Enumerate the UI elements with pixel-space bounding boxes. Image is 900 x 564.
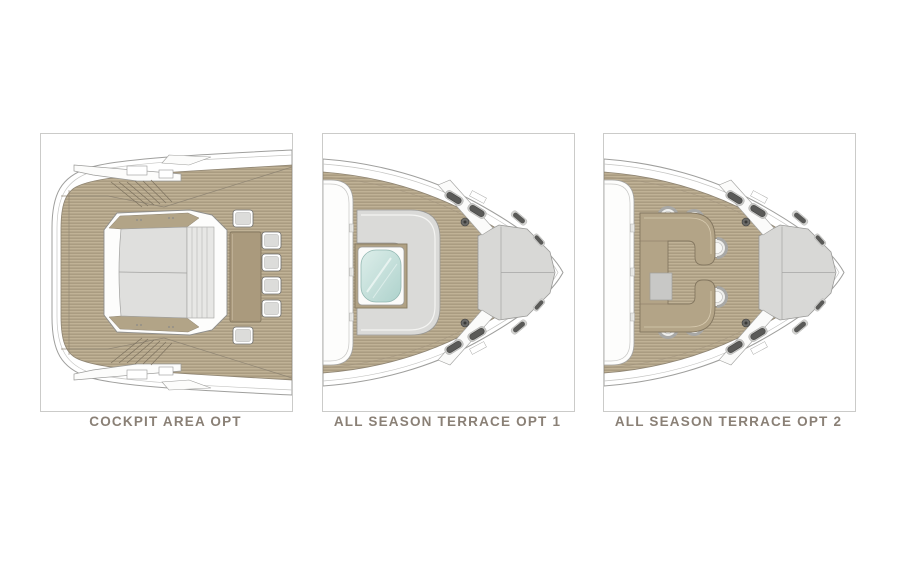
terrace1-plan-drawing bbox=[323, 158, 564, 387]
side-walkway-top bbox=[73, 154, 212, 182]
hatch-hinges bbox=[630, 223, 635, 322]
dining-chairs bbox=[232, 209, 282, 345]
chair bbox=[261, 276, 282, 295]
skylight-glass bbox=[360, 249, 402, 303]
cockpit-area-label: COCKPIT AREA OPT bbox=[89, 414, 242, 429]
steps-bottom bbox=[110, 337, 173, 366]
lounge-pleats bbox=[186, 226, 215, 319]
chair bbox=[261, 299, 282, 318]
cockpit-plan-drawing bbox=[51, 149, 292, 396]
terrace-opt1-label: ALL SEASON TERRACE OPT 1 bbox=[333, 414, 562, 429]
terrace-sofa bbox=[639, 212, 716, 333]
terrace-opt2-label: ALL SEASON TERRACE OPT 2 bbox=[614, 414, 843, 429]
skylight bbox=[354, 243, 408, 309]
cockpit-lounge bbox=[103, 209, 228, 336]
gunwale-cleat-icon bbox=[750, 190, 827, 355]
gunwale-cleat-icon bbox=[469, 190, 546, 355]
sofa-table bbox=[649, 272, 673, 301]
chair bbox=[261, 253, 282, 272]
panel-all-season-terrace-1 bbox=[322, 133, 575, 412]
cabin-hatch bbox=[604, 179, 635, 366]
chair bbox=[232, 326, 254, 345]
chair bbox=[261, 231, 282, 250]
cabin-hatch bbox=[323, 179, 354, 366]
hatch-hinges bbox=[349, 223, 354, 322]
cleat-icon bbox=[444, 190, 487, 355]
terrace2-plan-drawing bbox=[604, 158, 845, 387]
bow-sunpad bbox=[477, 224, 556, 321]
cleat-icon bbox=[725, 190, 768, 355]
panel-cockpit-area bbox=[40, 133, 293, 412]
fastener-dots bbox=[136, 217, 174, 328]
panel-all-season-terrace-2 bbox=[603, 133, 856, 412]
chair bbox=[232, 209, 254, 228]
side-walkway-bottom bbox=[73, 363, 212, 391]
dining-table bbox=[229, 231, 262, 323]
bow-sunpad bbox=[758, 224, 837, 321]
steps-top bbox=[110, 179, 173, 208]
